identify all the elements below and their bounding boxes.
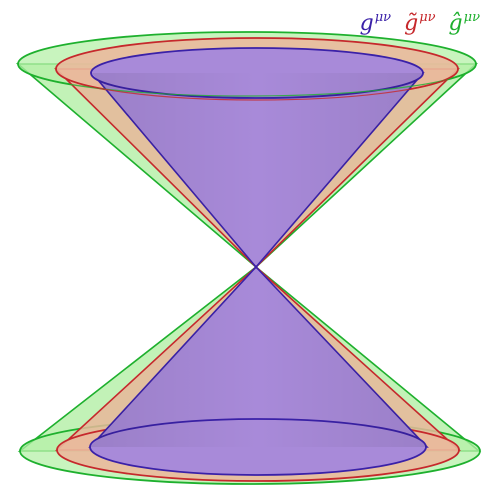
legend-metric-g-tilde-base: g̃ (404, 11, 418, 36)
legend-metric-g-tilde: g̃μν (404, 5, 435, 37)
metric-legend: gμν g̃μν ĝμν (360, 5, 480, 37)
bottom-cones (20, 267, 480, 484)
legend-metric-g-superscript: μν (375, 10, 391, 25)
legend-metric-g-hat: ĝμν (449, 5, 480, 37)
apex-point (254, 265, 257, 268)
legend-metric-g: gμν (360, 5, 391, 37)
legend-metric-g-hat-superscript: μν (464, 10, 480, 25)
legend-metric-g-tilde-superscript: μν (419, 10, 435, 25)
legend-metric-g-base: g (360, 11, 374, 36)
top-cones (18, 32, 476, 267)
legend-metric-g-hat-base: ĝ (449, 11, 463, 36)
